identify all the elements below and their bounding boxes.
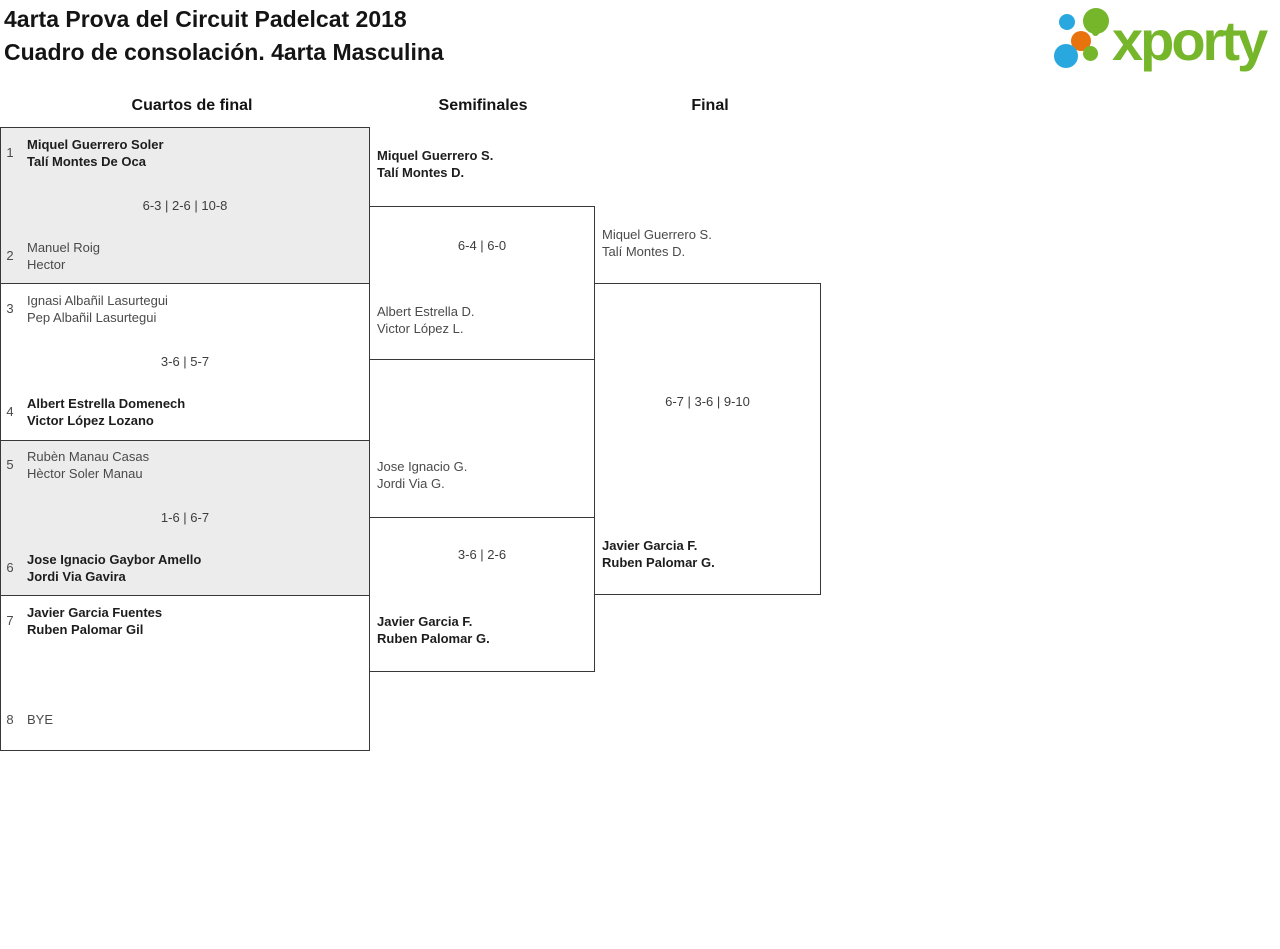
xporty-logo[interactable]: xporty [1052, 5, 1280, 83]
seed-number: 4 [6, 404, 14, 419]
logo-wordmark: xporty [1112, 9, 1268, 72]
team-name: Miquel Guerrero S. Talí Montes D. [377, 148, 494, 180]
team-name: Rubèn Manau Casas Hèctor Soler Manau [27, 449, 150, 481]
tournament-title-line1: 4arta Prova del Circuit Padelcat 2018 [4, 6, 407, 32]
match-score: 1-6 | 6-7 [160, 510, 210, 525]
match-score: 3-6 | 5-7 [160, 354, 210, 369]
match-score: 6-7 | 3-6 | 9-10 [665, 394, 750, 409]
team-name: Miquel Guerrero S. Talí Montes D. [602, 227, 712, 259]
team-name: Manuel Roig Hector [27, 240, 100, 272]
final-match-box [594, 283, 821, 595]
match-score: 3-6 | 2-6 [457, 547, 507, 562]
match-score: 6-4 | 6-0 [457, 238, 507, 253]
team-name: Ignasi Albañil Lasurtegui Pep Albañil La… [27, 293, 168, 325]
qf4-match-box [0, 595, 370, 751]
round-header-final: Final [691, 97, 729, 114]
team-name: Javier Garcia Fuentes Ruben Palomar Gil [27, 605, 163, 637]
team-name: Miquel Guerrero Soler Talí Montes De Oca [27, 137, 164, 169]
seed-number: 7 [6, 613, 14, 628]
logo-dot-green-tiny [1092, 29, 1099, 36]
team-name: Jose Ignacio G. Jordi Via G. [377, 459, 468, 491]
tournament-title: 4arta Prova del Circuit Padelcat 2018 Cu… [4, 3, 444, 69]
team-name: Javier Garcia F. Ruben Palomar G. [377, 614, 490, 646]
qf1-match-box [0, 127, 370, 284]
team-name: Jose Ignacio Gaybor Amello Jordi Via Gav… [27, 552, 202, 584]
tournament-subtitle: Cuadro de consolación. 4arta Masculina [4, 39, 444, 65]
seed-number: 5 [6, 457, 14, 472]
logo-dot-blue-small [1059, 14, 1075, 30]
logo-dot-blue-big [1054, 44, 1078, 68]
seed-number: 3 [6, 301, 14, 316]
seed-number: 6 [6, 560, 14, 575]
seed-number: 8 [6, 712, 14, 727]
team-name-bye: BYE [27, 712, 54, 727]
match-score: 6-3 | 2-6 | 10-8 [142, 198, 228, 213]
team-name: Javier Garcia F. Ruben Palomar G. [602, 538, 715, 570]
logo-dot-green-small [1083, 46, 1098, 61]
round-header-semifinales: Semifinales [438, 97, 528, 114]
sf2-match-box [369, 517, 595, 672]
team-name: Albert Estrella D. Victor López L. [377, 304, 475, 336]
round-header-cuartos: Cuartos de final [131, 97, 253, 114]
seed-number: 1 [6, 145, 14, 160]
seed-number: 2 [6, 248, 14, 263]
team-name: Albert Estrella Domenech Victor López Lo… [27, 396, 186, 428]
